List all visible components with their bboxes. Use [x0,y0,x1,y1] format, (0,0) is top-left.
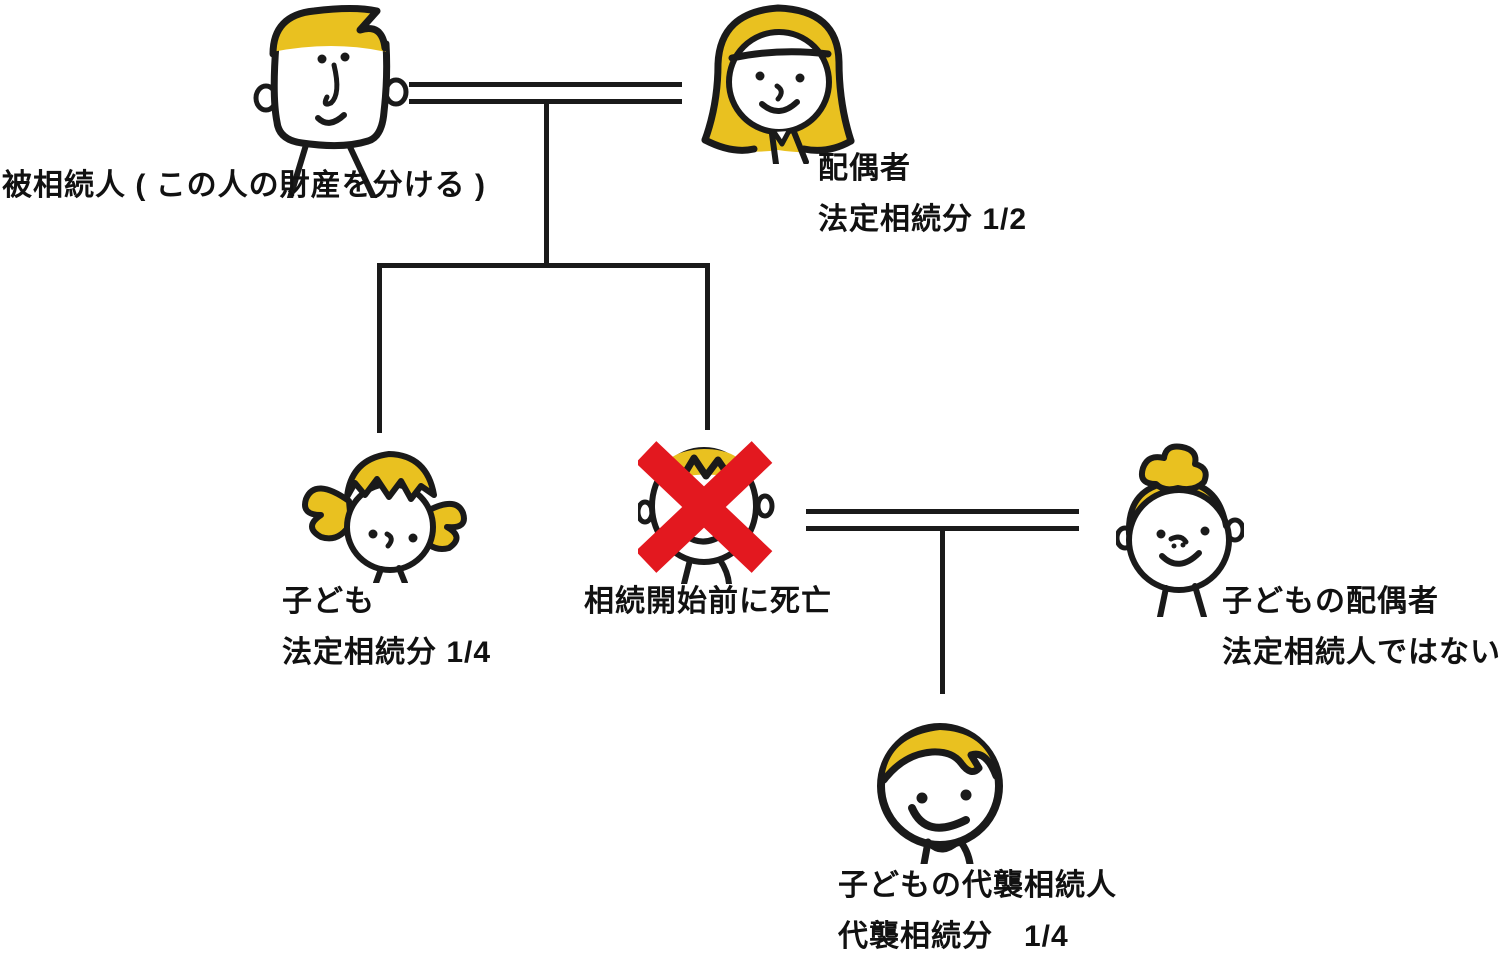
childs-spouse-figure [1116,442,1244,617]
spouse-share: 法定相続分 1/2 [818,203,1028,236]
drop-line-deceased-child [705,263,710,430]
grandchild-label: 子どもの代襲相続人 代襲相続分 1/4 [838,860,1117,956]
boy-side-part-icon [877,723,1003,864]
grandchild-name: 子どもの代襲相続人 [838,869,1117,902]
marriage-line-1-bottom [409,99,682,104]
child-share: 法定相続分 1/4 [282,636,492,669]
child-label: 子ども 法定相続分 1/4 [282,576,491,678]
marriage-2-stem [940,528,945,694]
spouse-name: 配偶者 [818,152,911,185]
marriage-line-2-top [806,509,1079,514]
grandchild-share: 代襲相続分 1/4 [838,920,1069,953]
child-figure [293,441,473,583]
woman-bun-icon [1116,443,1244,617]
man-yellow-hair-icon [253,5,409,198]
deceased-child-label: 相続開始前に死亡 [584,576,832,627]
spouse-figure [692,2,864,164]
red-x-icon [638,441,773,573]
decedent-label: 被相続人 ( この人の財産を分ける ) [2,160,486,211]
decedent-label-text: 被相続人 ( この人の財産を分ける ) [2,169,486,202]
deceased-child-figure [638,436,778,584]
sibling-bar [377,263,710,268]
childs-spouse-name: 子どもの配偶者 [1222,585,1439,618]
drop-line-child [377,263,382,433]
deceased-child-status: 相続開始前に死亡 [584,585,832,618]
childs-spouse-label: 子どもの配偶者 法定相続人ではない [1222,576,1501,678]
grandchild-figure [874,718,1012,864]
marriage-line-1-top [409,82,682,87]
woman-long-hair-icon [701,4,855,164]
decedent-figure [248,2,416,198]
girl-pigtails-icon [302,451,467,583]
childs-spouse-share: 法定相続人ではない [1222,636,1501,669]
spouse-label: 配偶者 法定相続分 1/2 [818,143,1027,245]
child-name: 子ども [282,585,375,618]
marriage-1-stem [544,102,549,268]
boy-crossed-out-icon [638,441,775,584]
